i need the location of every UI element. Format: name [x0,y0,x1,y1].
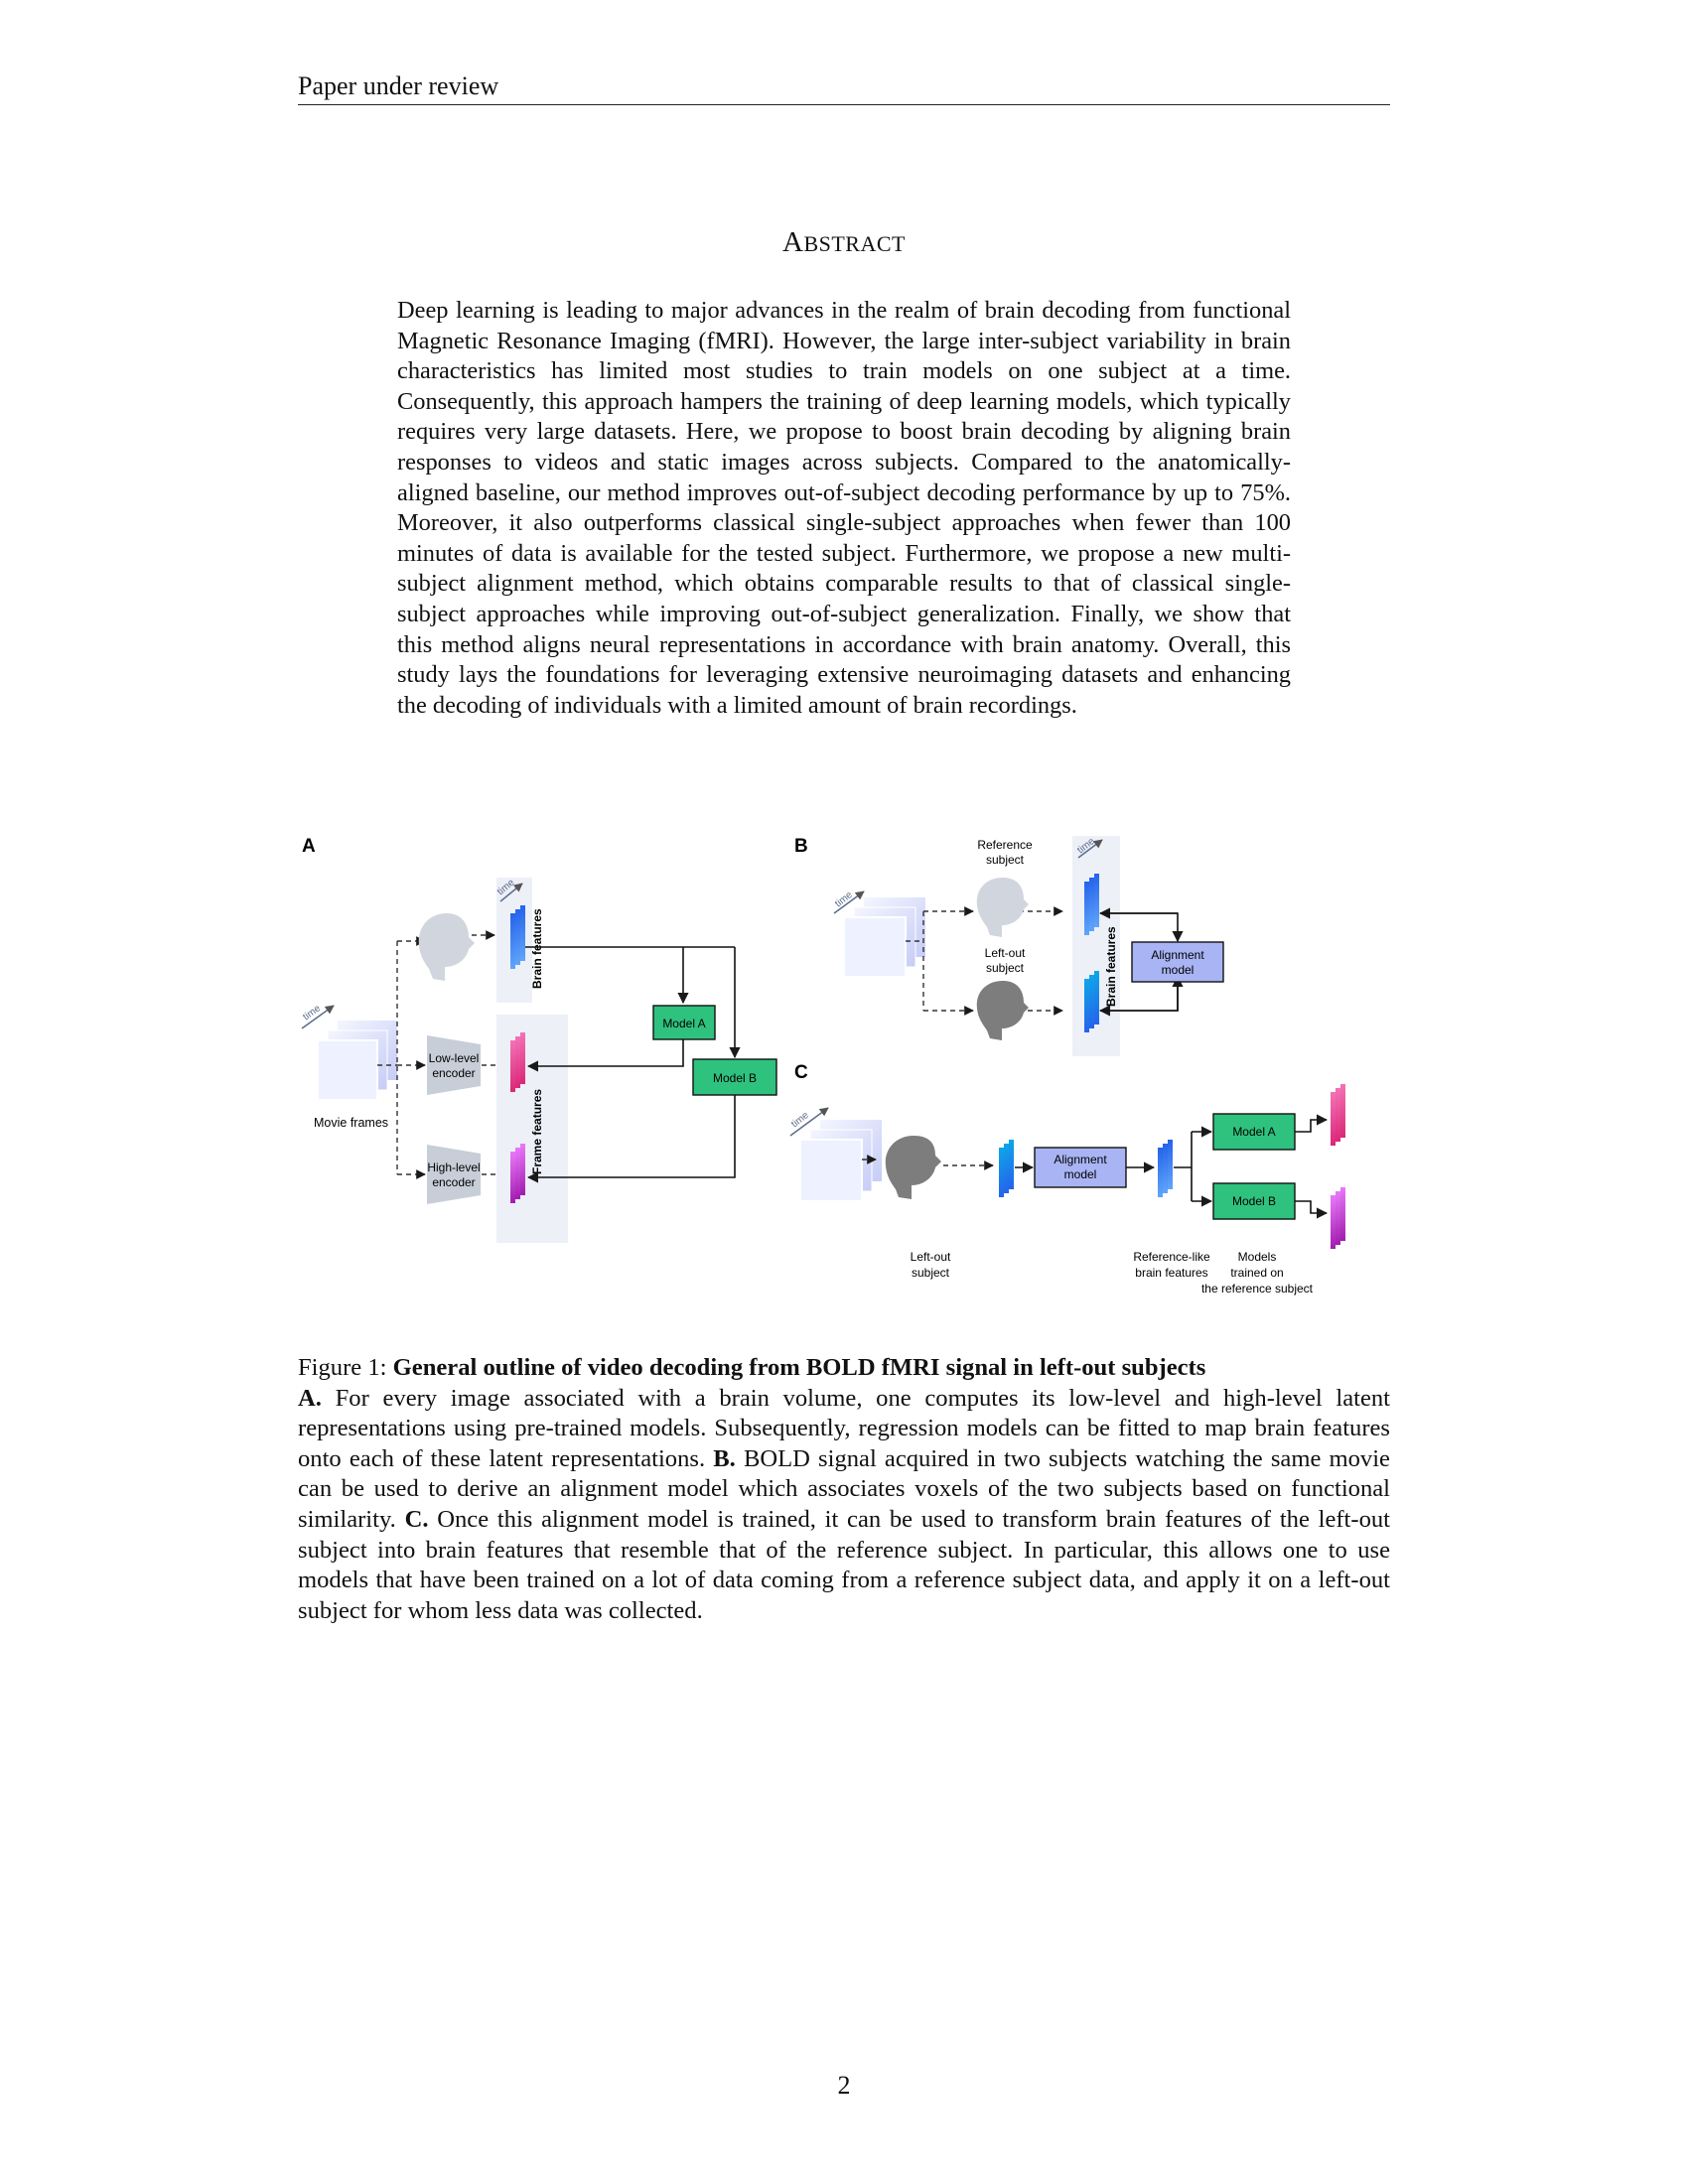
panel-c-letter: C [794,1062,808,1083]
leftout-subject-head-icon-b [976,981,1029,1040]
movie-frames-stack-b [843,897,925,978]
alignment-model-label-2-c: model [1064,1167,1097,1181]
running-head: Paper under review [298,71,1390,105]
caption-a-text: For every image associated with a brain … [298,1384,1391,1472]
brain-features-label-b: Brain features [1104,926,1118,1007]
high-level-feature-bars [510,1144,525,1203]
output-magenta-bars-c [1331,1187,1345,1249]
panel-b-letter: B [794,836,808,857]
leftout-subject-label-2-b: subject [986,961,1025,975]
panel-a-letter: A [302,836,316,857]
model-a-label-a: Model A [662,1017,705,1030]
model-a-label-c: Model A [1232,1125,1275,1139]
low-level-encoder-label-1: Low-level [429,1051,480,1065]
time-arrow-b [833,890,865,914]
models-trained-label-2: trained on [1230,1266,1283,1280]
caption-c-letter: C. [404,1505,429,1533]
figure-1: A time Movie frames Low-level encoder Hi… [298,832,1400,1308]
high-level-encoder-label-1: High-level [427,1160,480,1174]
model-a-box-c [1212,1113,1296,1151]
reference-like-label-2: brain features [1135,1266,1207,1280]
movie-frames-stack-c [799,1120,882,1202]
low-level-encoder-label-2: encoder [432,1066,475,1080]
output-pink-bars-c [1331,1084,1345,1146]
movie-frames-stack-a [317,1021,397,1101]
model-lines-a [525,946,741,1183]
models-trained-label-3: the reference subject [1201,1282,1314,1296]
time-label-c: time [789,1110,811,1131]
time-arrow-c [789,1107,829,1137]
figure-caption: Figure 1: General outline of video decod… [298,1353,1390,1626]
reference-like-feature-bars [1158,1140,1173,1197]
alignment-model-label-1-c: Alignment [1054,1153,1107,1166]
model-b-label-c: Model B [1232,1194,1276,1208]
leftout-subject-head-icon-c [885,1136,941,1199]
model-b-box-c [1212,1182,1296,1220]
time-arrow-a2 [499,883,523,902]
models-trained-label-1: Models [1238,1250,1277,1264]
alignment-model-box-c [1034,1147,1127,1188]
routing-lines-b [906,906,1063,1016]
reference-subject-label-2: subject [986,853,1025,867]
leftout-subject-label-1-b: Left-out [985,946,1026,960]
caption-b-text: BOLD signal acquired in two subjects wat… [298,1444,1390,1533]
model-b-box-a [692,1058,777,1096]
low-level-encoder [427,1035,481,1095]
caption-c-text: Once this alignment model is trained, it… [298,1505,1390,1624]
abstract-title-rest: BSTRACT [803,231,906,256]
brain-feature-bars-a [510,905,525,969]
caption-b-letter: B. [713,1444,736,1472]
abstract-title-initial: A [782,226,804,258]
leftout-subject-label-1-c: Left-out [911,1250,951,1264]
caption-title: General outline of video decoding from B… [392,1354,1206,1381]
page-number: 2 [837,2071,851,2100]
brain-features-label-a: Brain features [530,908,544,989]
leftout-brain-feature-bars-b [1084,971,1099,1032]
high-level-encoder-label-2: encoder [432,1175,475,1189]
low-level-feature-bars [510,1032,525,1092]
frame-features-label-a: Frame features [530,1089,544,1174]
high-level-encoder [427,1145,481,1204]
model-a-box-a [652,1005,716,1040]
abstract-body: Deep learning is leading to major advanc… [397,297,1291,719]
alignment-lines-b [1098,907,1184,1017]
caption-a-letter: A. [298,1384,322,1412]
figure-diagram: A time Movie frames Low-level encoder Hi… [301,836,1345,1296]
leftout-subject-label-2-c: subject [912,1266,950,1280]
leftout-brain-feature-bars-c [999,1140,1014,1197]
abstract-title: ABSTRACT [0,226,1688,259]
model-b-label-a: Model B [713,1071,757,1085]
subject-head-icon-a [418,913,475,981]
alignment-model-box-b [1131,941,1224,983]
abstract-title-text: ABSTRACT [782,226,906,258]
reference-like-label-1: Reference-like [1133,1250,1210,1264]
alignment-model-label-2-b: model [1162,963,1195,977]
reference-brain-feature-bars [1084,874,1099,935]
frame-features-panel-a [496,1015,568,1243]
reference-subject-head-icon [976,878,1029,937]
movie-frames-label: Movie frames [314,1116,388,1130]
time-arrow-b2 [1077,839,1103,859]
alignment-model-label-1-b: Alignment [1151,948,1204,962]
model-lines-c [1174,1114,1329,1219]
time-arrow-a [301,1005,335,1029]
time-label-a: time [301,1003,323,1023]
reference-subject-label-1: Reference [977,838,1033,852]
caption-label: Figure 1: [298,1354,387,1381]
